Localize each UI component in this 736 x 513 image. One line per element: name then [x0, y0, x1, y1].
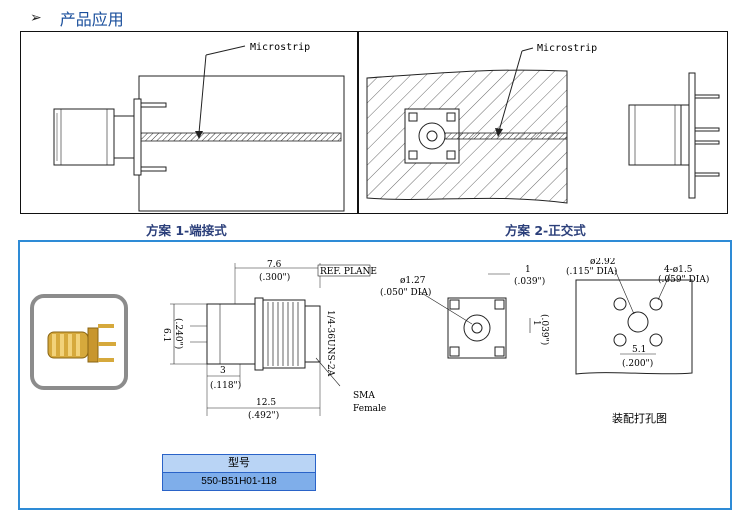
sma-label: SMA: [353, 391, 375, 401]
part-number-value: 550-B51H01-118: [163, 473, 315, 490]
pcb-d292: ø2.92: [590, 258, 615, 267]
ref-plane-label: REF. PLANE: [320, 267, 377, 277]
side-view-drawing: 7.6 (.300") REF. PLANE 6.1 (.240") 1/4-3…: [161, 260, 386, 421]
sma-connector-photo-icon: [47, 324, 116, 363]
dim-118: (.118"): [210, 380, 241, 391]
dim-492: (.492"): [248, 410, 279, 421]
dim-7-6: 7.6: [267, 260, 282, 270]
female-label: Female: [353, 404, 386, 414]
front-dia-in: (.050" DIA): [380, 287, 431, 298]
dim-240: (.240"): [173, 318, 184, 349]
arrow-bullet-icon: ➢: [30, 10, 42, 26]
section-heading: ➢ 产品应用: [30, 6, 124, 30]
pcb-holes: 4-ø1.5: [664, 265, 693, 275]
part-number-header: 型号: [163, 455, 315, 473]
front-view-drawing: ø1.27 (.050" DIA) 1 (.039") 1 (.039"): [380, 265, 550, 359]
pcb-holes-in: (.059" DIA): [658, 274, 709, 285]
pcb-d51: 5.1: [632, 345, 646, 355]
thread-label: 1/4-36UNS-2A: [325, 310, 335, 377]
scheme1-drawing: Microstrip: [53, 42, 345, 212]
dim-300: (.300"): [259, 272, 290, 283]
product-spec-panel: [18, 240, 732, 510]
front-d1: 1: [525, 265, 531, 275]
pcb-caption: 装配打孔图: [612, 412, 667, 425]
scheme2-microstrip-label: Microstrip: [537, 43, 597, 54]
pcb-d292-in: (.115" DIA): [566, 266, 617, 277]
product-photo: [30, 294, 128, 390]
pcb-d51-in: (.200"): [622, 358, 653, 369]
part-number-table: 型号 550-B51H01-118: [162, 454, 316, 491]
front-d1b: 1: [531, 320, 541, 326]
scheme2-caption: 方案 2-正交式: [505, 223, 586, 238]
scheme1-caption: 方案 1-端接式: [146, 223, 227, 238]
dim-3: 3: [220, 366, 226, 376]
section-title: 产品应用: [59, 10, 124, 29]
application-drawings-panel: [20, 31, 728, 214]
pcb-layout-drawing: ø2.92 (.115" DIA) 4-ø1.5 (.059" DIA) 5.1…: [566, 258, 709, 375]
dim-6-1: 6.1: [161, 328, 171, 342]
front-d1b-in: (.039"): [539, 314, 550, 345]
front-dia-label: ø1.27: [400, 276, 426, 286]
front-d1-in: (.039"): [514, 276, 545, 287]
dim-12-5: 12.5: [256, 398, 276, 408]
panel-divider: [357, 31, 359, 214]
scheme1-microstrip-label: Microstrip: [250, 42, 310, 53]
scheme2-drawing: Microstrip: [366, 43, 720, 204]
